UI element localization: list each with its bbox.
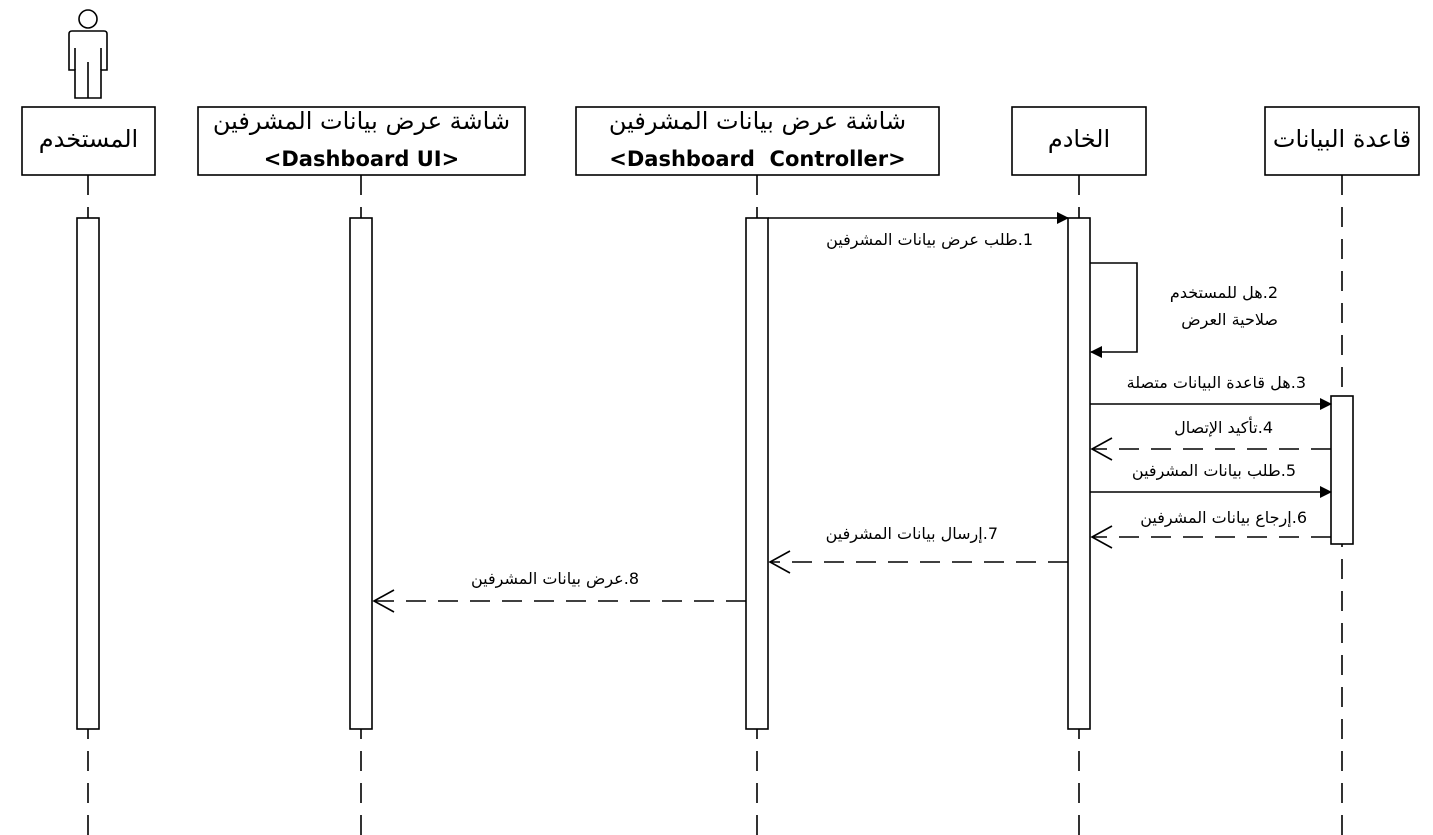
message-text: طلب عرض بيانات المشرفين [826, 230, 1018, 249]
message-arrow-8 [372, 589, 746, 613]
activation-bar-controller [745, 217, 769, 730]
actor-icon [68, 9, 108, 99]
message-text: عرض بيانات المشرفين [470, 569, 624, 588]
activation-bar-user [76, 217, 100, 730]
activation-bar-ui [349, 217, 373, 730]
lifeline-title-user: المستخدم [38, 125, 139, 153]
message-label-2b: صلاحية العرض [1181, 310, 1278, 329]
message-label-5: 5.طلب بيانات المشرفين [1131, 461, 1296, 480]
message-arrow-6 [1090, 525, 1331, 549]
message-number: 3 [1295, 373, 1306, 392]
message-label-6: 6.إرجاع بيانات المشرفين [1140, 508, 1307, 527]
message-text: إرجاع بيانات المشرفين [1140, 508, 1292, 527]
message-text: هل قاعدة البيانات متصلة [1126, 373, 1291, 392]
message-arrow-4 [1090, 437, 1331, 461]
lifeline-title-controller: شاشة عرض بيانات المشرفين [608, 107, 907, 135]
message-number: 5 [1285, 461, 1296, 480]
message-number: 7 [987, 524, 998, 543]
message-arrow-7 [768, 550, 1068, 574]
message-label-2a: 2.هل للمستخدم [1169, 283, 1278, 302]
message-number: 8 [628, 569, 639, 588]
message-number: 4 [1262, 418, 1273, 437]
lifeline-subtitle-controller: <Dashboard Controller> [609, 147, 906, 171]
message-label-1: 1.طلب عرض بيانات المشرفين [826, 230, 1033, 249]
message-number: 1 [1022, 230, 1033, 249]
message-label-7: 7.إرسال بيانات المشرفين [825, 524, 998, 543]
message-text: إرسال بيانات المشرفين [825, 524, 983, 543]
message-arrow-2 [1090, 262, 1138, 358]
activation-bar-server [1067, 217, 1091, 730]
activation-bar-database [1330, 395, 1354, 545]
message-text: تأكيد الإتصال [1174, 418, 1258, 437]
message-text: طلب بيانات المشرفين [1131, 461, 1281, 480]
lifeline-head-ui [197, 106, 526, 176]
lifeline-title-ui: شاشة عرض بيانات المشرفين [212, 107, 511, 135]
message-label-8: 8.عرض بيانات المشرفين [470, 569, 639, 588]
lifeline-head-server [1011, 106, 1147, 176]
message-label-4: 4.تأكيد الإتصال [1174, 418, 1273, 437]
lifeline-subtitle-ui: <Dashboard UI> [263, 147, 460, 171]
lifeline-head-user [21, 106, 156, 176]
message-label-3: 3.هل قاعدة البيانات متصلة [1126, 373, 1306, 392]
lifeline-title-server: الخادم [1047, 125, 1111, 153]
lifeline-title-database: قاعدة البيانات [1272, 125, 1412, 153]
message-number: 6 [1296, 508, 1307, 527]
